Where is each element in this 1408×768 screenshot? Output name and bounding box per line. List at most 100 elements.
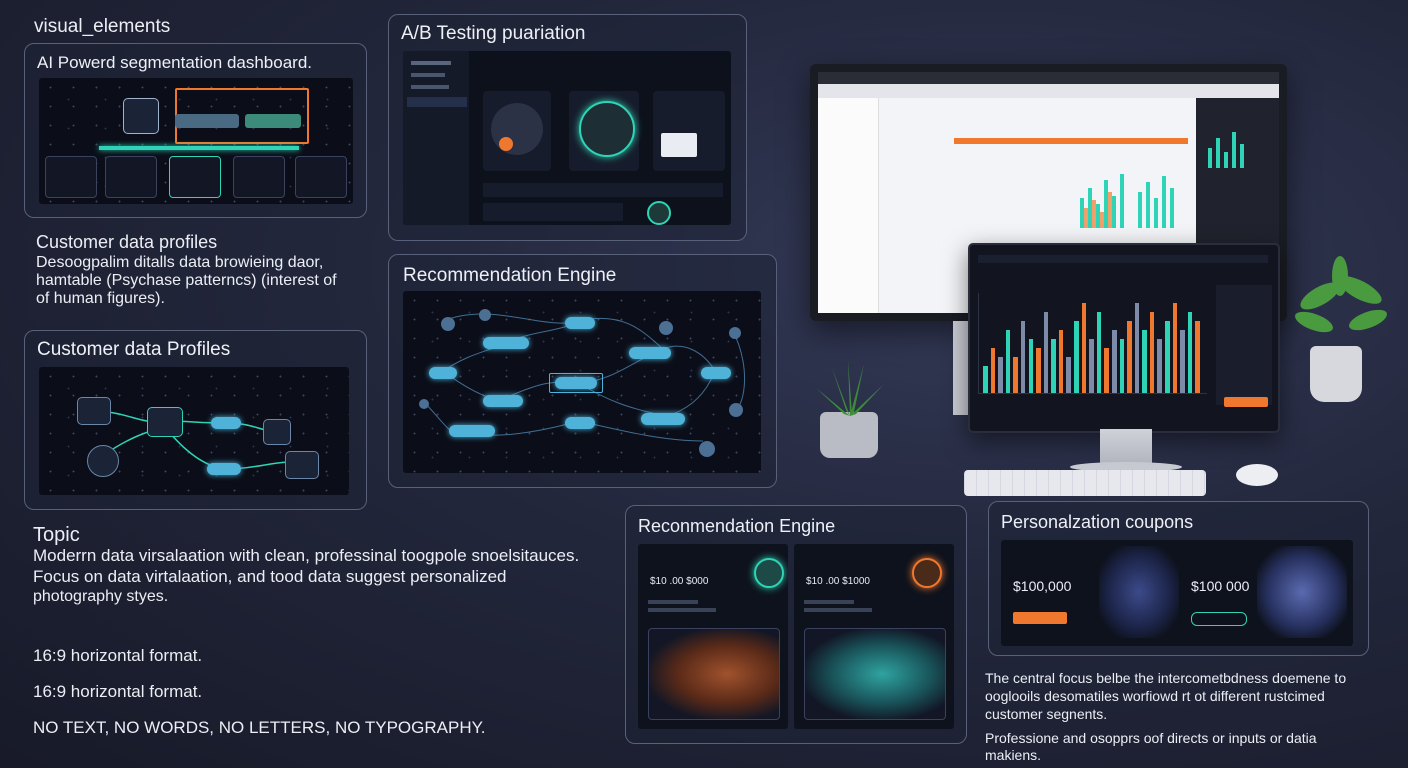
- chart-bar: [1149, 312, 1155, 393]
- chart-bar: [1013, 357, 1018, 393]
- chart-bar: [1043, 312, 1049, 393]
- segment-card: [295, 156, 347, 198]
- reco-card-2: $10 .00 $1000: [794, 544, 954, 729]
- mail-icon: [661, 133, 697, 157]
- profile-node: [211, 417, 241, 429]
- coupon-strip: $100,000 $100 000: [1001, 540, 1353, 646]
- card2-line: [804, 600, 854, 604]
- reco-node: [429, 367, 457, 379]
- topic-line-2: Focus on data virtalaation, and tood dat…: [33, 567, 507, 586]
- front-sidebar: [1216, 285, 1272, 405]
- monitor-neck: [1100, 429, 1152, 467]
- reco-dot: [441, 317, 455, 331]
- segment-card: [45, 156, 97, 198]
- nav-line: [411, 73, 445, 77]
- connector-bar: [99, 146, 299, 150]
- chart-bar: [1081, 303, 1087, 393]
- reco-dot: [659, 321, 673, 335]
- chart-bar: [1165, 321, 1170, 393]
- segment-card: [233, 156, 285, 198]
- variant-a-marker: [499, 137, 513, 151]
- orange-action-button[interactable]: [1224, 397, 1268, 407]
- reco-dot: [729, 403, 743, 417]
- mini-chart-2: [1208, 132, 1244, 168]
- chart-bar: [1005, 330, 1011, 393]
- reco-dot: [419, 399, 429, 409]
- segment-card: [169, 156, 221, 198]
- reco-node: [449, 425, 495, 437]
- profile-node: [207, 463, 241, 475]
- central-focus-3: customer segnents.: [985, 706, 1108, 722]
- chart-bar: [1180, 330, 1185, 393]
- visual-elements-label: visual_elements: [34, 16, 171, 37]
- card2-line: [804, 608, 872, 612]
- card1-price: $10 .00 $000: [650, 576, 709, 587]
- toolbar: [818, 84, 1279, 98]
- chart-bar: [1074, 321, 1079, 393]
- result-row: [483, 183, 723, 197]
- car-icon: [285, 451, 319, 479]
- card2-badge: [912, 558, 942, 588]
- lock-icon: [123, 98, 159, 134]
- central-focus-1: The central focus belbe the intercometbd…: [985, 670, 1347, 686]
- customer-data-desc-1: Desoogpalim ditalls data browieing daor,: [36, 254, 324, 271]
- keyboard: [964, 470, 1206, 496]
- chart-bar: [1089, 339, 1094, 393]
- chart-bar: [1066, 357, 1071, 393]
- chart-bar: [1111, 330, 1117, 393]
- topic-line-3: photography styes.: [33, 588, 169, 605]
- segmentation-screenshot: [39, 78, 353, 204]
- reco-hub: [549, 373, 603, 393]
- no-text-note: NO TEXT, NO WORDS, NO LETTERS, NO TYPOGR…: [33, 718, 486, 737]
- format-note-1: 16:9 horizontal format.: [33, 646, 203, 665]
- coupons-panel: Personalzation coupons $100,000 $100 000: [988, 501, 1369, 656]
- card1-line: [648, 608, 716, 612]
- reco-node: [565, 317, 595, 329]
- chart-bar: [990, 348, 996, 393]
- nav-line: [411, 61, 451, 65]
- plant-left-leaves: [816, 360, 884, 416]
- result-row: [483, 203, 623, 221]
- recommendation-graph: [403, 291, 761, 473]
- orange-strip: [954, 138, 1188, 144]
- chart-bar: [1058, 330, 1064, 393]
- input-pill: [175, 114, 239, 128]
- ab-testing-screenshot: [403, 51, 731, 225]
- chart-bar: [1172, 303, 1178, 393]
- left-menu: [818, 98, 879, 313]
- chart-bar: [1187, 312, 1193, 393]
- chart-bar: [1051, 339, 1056, 393]
- nav-line: [411, 85, 449, 89]
- segmentation-panel-title: AI Powerd segmentation dashboard.: [37, 53, 313, 72]
- chart-bar: [1104, 348, 1109, 393]
- reco-node: [641, 413, 685, 425]
- recommendation-title-2: Reconmendation Engine: [638, 516, 836, 536]
- card1-network: [648, 628, 780, 720]
- customer-profiles-title: Customer data Profiles: [37, 339, 231, 360]
- segment-card: [105, 156, 157, 198]
- browser-bar: [818, 72, 1279, 84]
- coupon2-price: $100 000: [1191, 578, 1250, 594]
- card2-price: $10 .00 $1000: [806, 576, 870, 587]
- professional-note-2: makiens.: [985, 747, 1042, 763]
- coupon1-button[interactable]: [1013, 612, 1067, 624]
- side-nav: [403, 51, 469, 225]
- coupons-title: Personalzation coupons: [1001, 512, 1194, 532]
- input-pill: [245, 114, 301, 128]
- coupon2-button[interactable]: [1191, 612, 1247, 626]
- professional-note-1: Professione and osopprs oof directs or i…: [985, 730, 1317, 746]
- card1-line: [648, 600, 698, 604]
- chart-bar: [1195, 321, 1200, 393]
- ab-testing-title: A/B Testing puariation: [401, 23, 586, 44]
- chart-bar: [1119, 339, 1125, 393]
- ab-testing-panel: A/B Testing puariation: [388, 14, 747, 241]
- variant-b-dial: [579, 101, 635, 157]
- plant-right-pot: [1310, 346, 1362, 402]
- topic-line-1: Moderrn data virsalaation with clean, pr…: [33, 546, 580, 565]
- chart-bar: [1020, 321, 1026, 393]
- recommendation-title: Recommendation Engine: [403, 265, 617, 286]
- front-title-bar: [978, 255, 1268, 263]
- recommendation-panel: Recommendation Engine: [388, 254, 777, 488]
- chart-bar: [998, 357, 1003, 393]
- coupon1-graphic: [1099, 546, 1179, 638]
